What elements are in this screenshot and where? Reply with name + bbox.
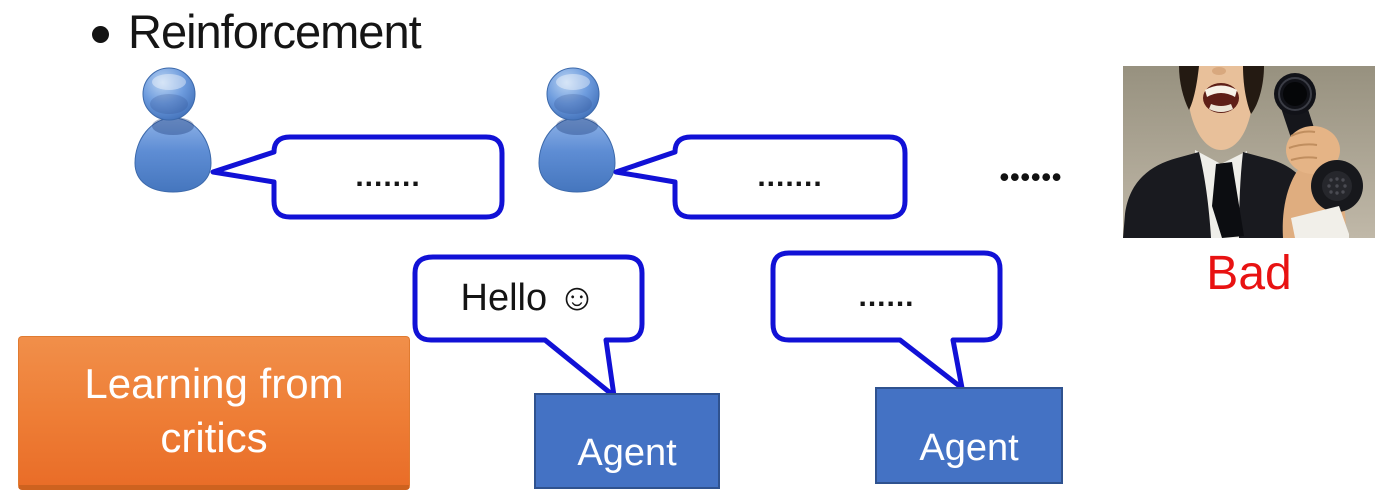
agent-bubble-dots-text: ...... <box>858 279 915 313</box>
human-bubble-1-text: ....... <box>355 160 421 193</box>
photo-caption-bad: Bad <box>1206 247 1292 300</box>
person-1-icon <box>131 66 215 199</box>
slide-title: Reinforcement <box>128 5 422 58</box>
bullet-icon <box>92 26 109 43</box>
agent-box-1: Agent <box>534 393 720 489</box>
angry-man-photo <box>1123 66 1375 238</box>
agent-box-1-label: Agent <box>577 432 677 474</box>
agent-box-2-label: Agent <box>919 427 1019 469</box>
callout-label: Learning from critics <box>84 360 344 461</box>
continuation-dots: •••••• <box>999 161 1063 192</box>
agent-bubble-hello-text: Hello ☺ <box>460 277 597 319</box>
person-2-icon <box>535 66 619 199</box>
agent-box-2: Agent <box>875 387 1063 484</box>
callout-learning-from-critics: Learning from critics <box>18 336 410 490</box>
human-bubble-2-text: ....... <box>757 160 823 193</box>
